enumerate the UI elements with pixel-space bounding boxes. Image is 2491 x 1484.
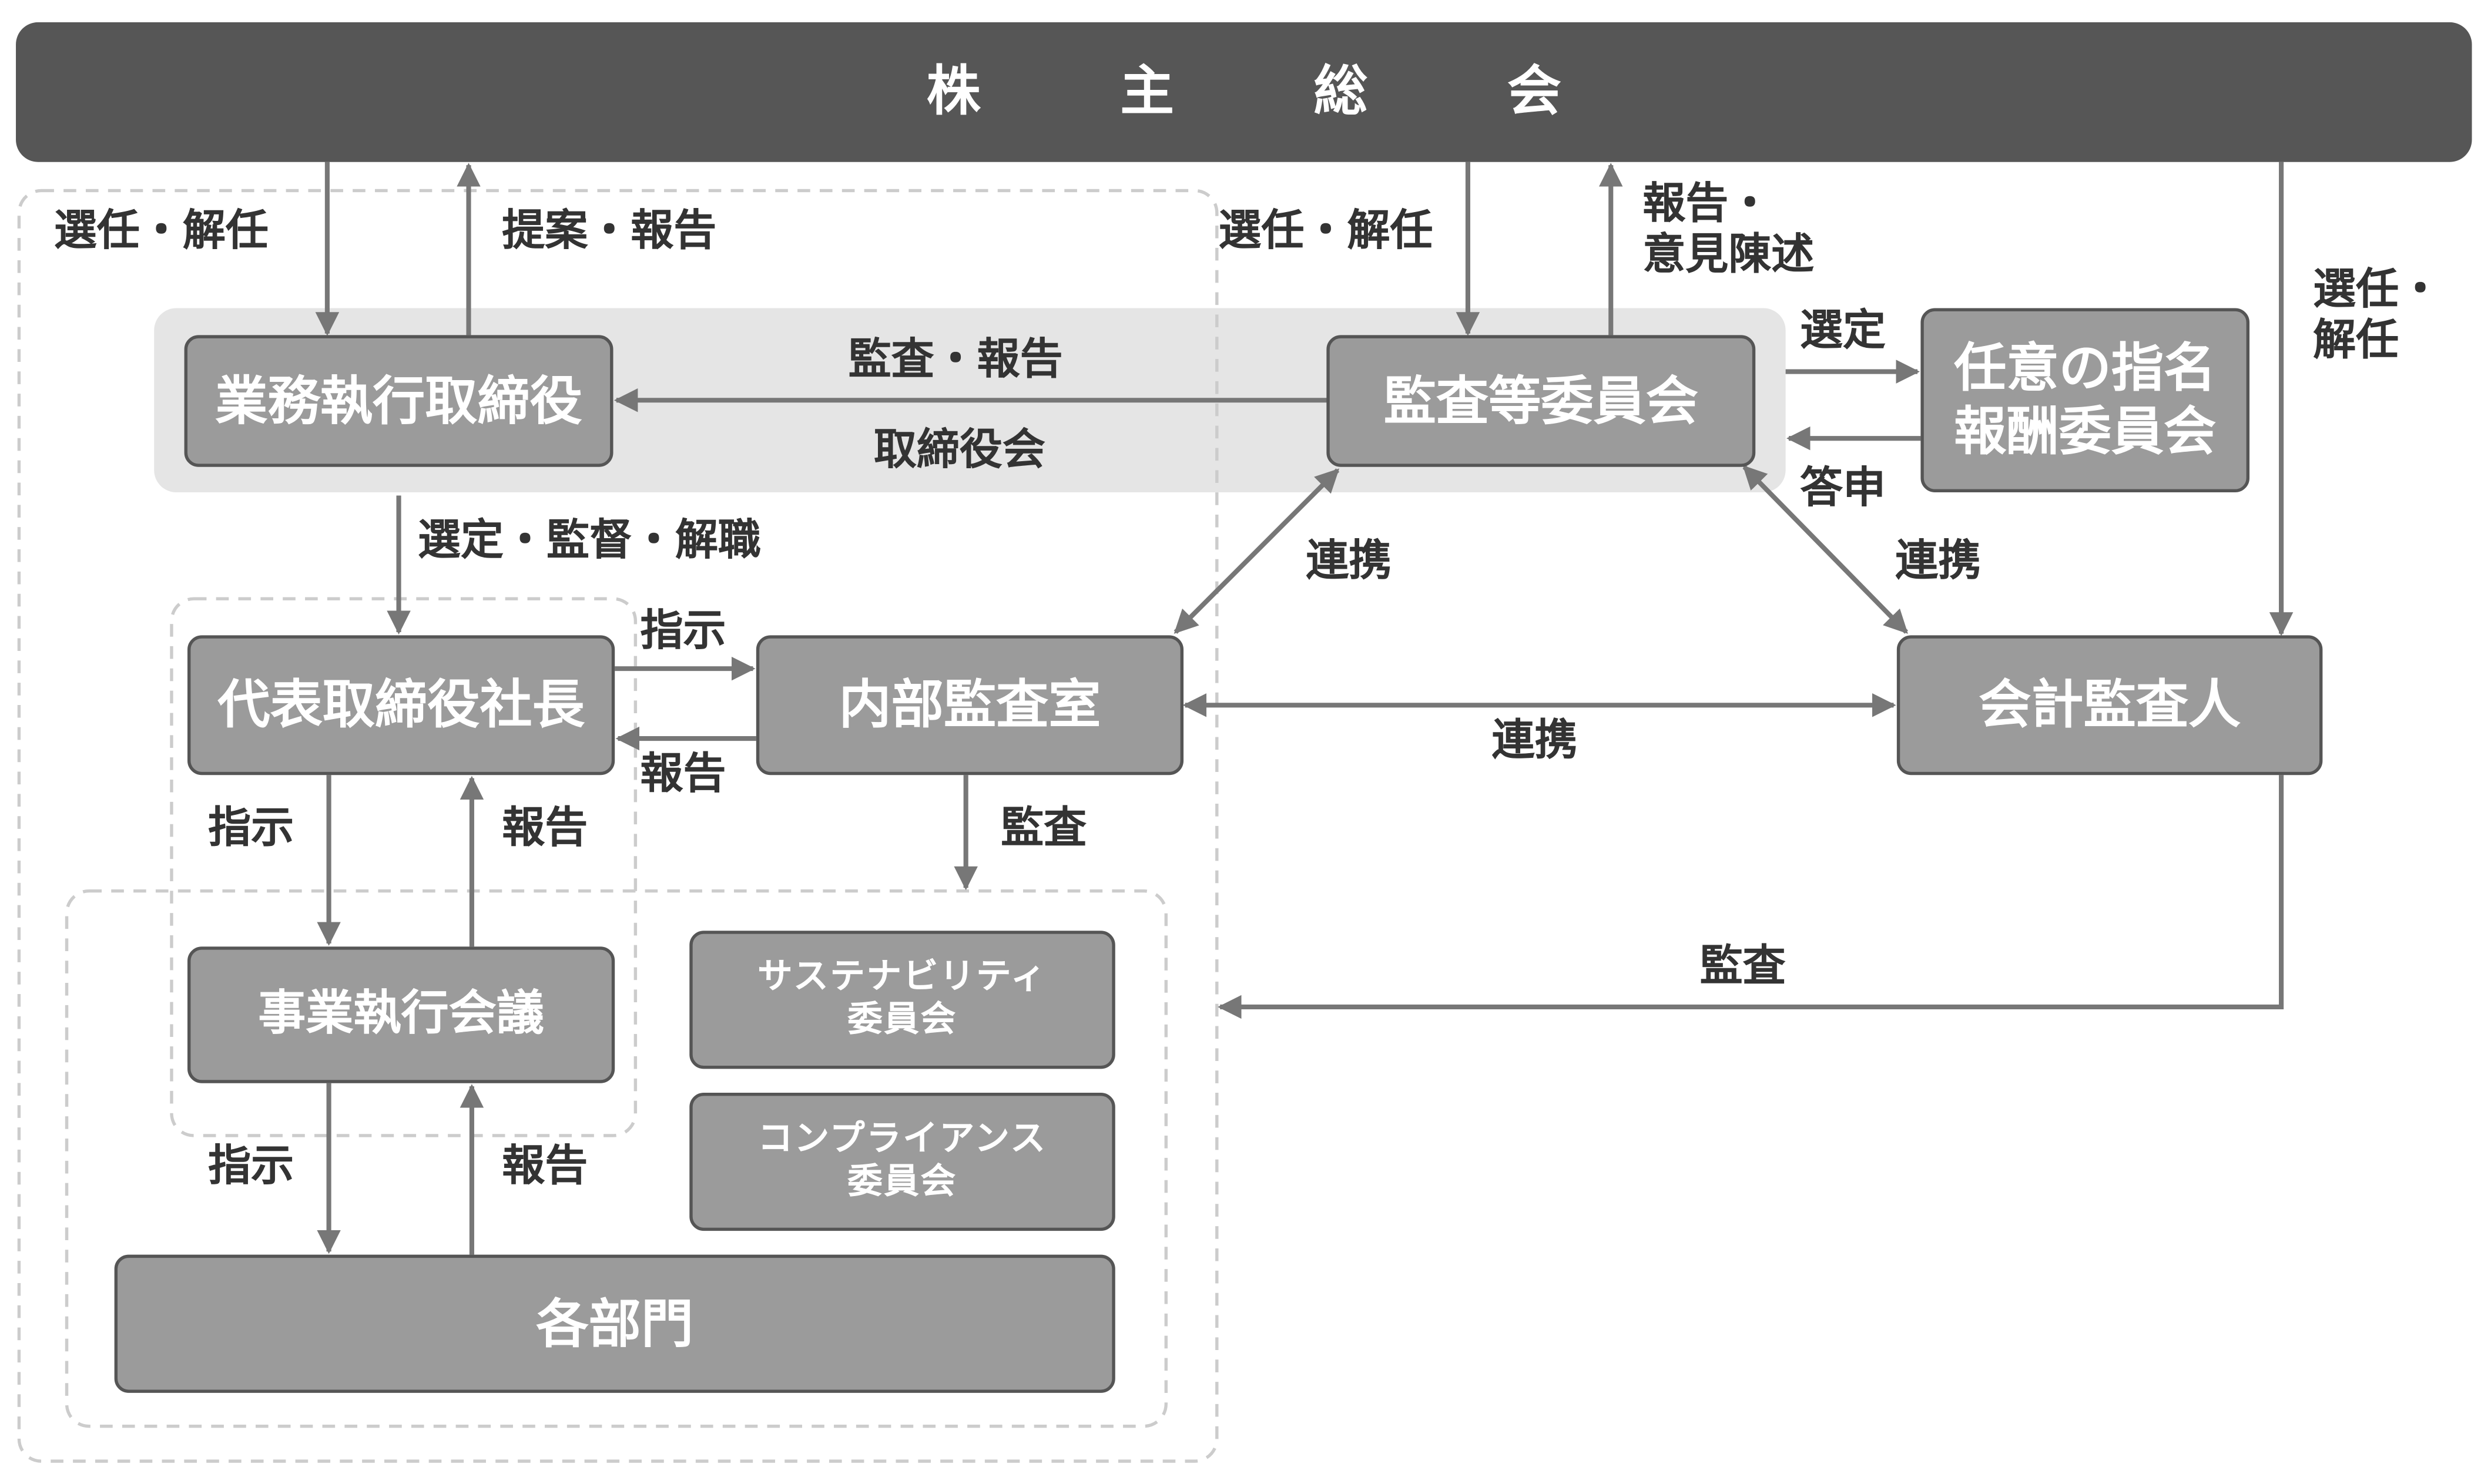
nomination-committee-line1: 任意の指名 (1954, 337, 2217, 399)
departments-box: 各部門 (114, 1254, 1115, 1393)
label-elect-dismiss-right-line2: 解任 (2313, 317, 2399, 366)
label-audit-report: 監査・報告 (848, 335, 1063, 385)
label-report-opinion: 報告・ 意見陳述 (1642, 179, 1814, 282)
label-coop-right: 連携 (1895, 536, 1982, 586)
internal-audit-box: 内部監査室 (756, 635, 1184, 775)
dashed-departments-region (65, 889, 1168, 1428)
label-report-departments: 報告 (502, 1141, 588, 1191)
label-instruct-departments: 指示 (208, 1141, 294, 1191)
exec-meeting-box: 事業執行会議 (187, 946, 615, 1083)
label-elect-dismiss-mid: 選任・解任 (1218, 206, 1433, 256)
label-elect-dismiss-right-line1: 選任・ (2313, 265, 2442, 315)
label-audit-internal: 監査 (1001, 803, 1087, 853)
sustainability-committee-box: サステナビリティ 委員会 (689, 931, 1115, 1069)
label-report-meeting: 報告 (502, 803, 588, 853)
label-select-supervise-dismiss: 選定・監督・解職 (417, 516, 761, 566)
label-proposal-report: 提案・報告 (502, 206, 717, 256)
dashed-president-region (170, 597, 638, 1137)
label-coop-bottom: 連携 (1491, 716, 1578, 766)
label-instruct-internal: 指示 (640, 606, 726, 656)
label-report-opinion-line2: 意見陳述 (1642, 231, 1815, 280)
arrow-audit-auditor (1218, 775, 2284, 1019)
label-consultation-reply: 答申 (1799, 464, 1886, 513)
arrow-coop-audit-auditor (1742, 465, 1908, 634)
compliance-line1: コンプライアンス (757, 1120, 1047, 1160)
label-instruct-meeting: 指示 (208, 803, 294, 853)
audit-committee-box: 監査等委員会 (1326, 335, 1756, 467)
label-selection: 選定 (1799, 306, 1886, 356)
accounting-auditor-box: 会計監査人 (1896, 635, 2323, 775)
sustainability-line2: 委員会 (847, 999, 957, 1040)
president-box: 代表取締役社長 (187, 635, 615, 775)
compliance-committee-box: コンプライアンス 委員会 (689, 1092, 1115, 1231)
nomination-committee-box: 任意の指名 報酬委員会 (1920, 308, 2250, 493)
nomination-committee-line2: 報酬委員会 (1954, 400, 2217, 462)
label-audit-auditor: 監査 (1699, 942, 1786, 991)
label-board: 取締役会 (873, 425, 1045, 475)
label-elect-dismiss-left: 選任・解任 (53, 206, 269, 256)
dashed-outer-region (17, 189, 1219, 1463)
compliance-line2: 委員会 (847, 1161, 957, 1202)
label-report-opinion-line1: 報告・ (1642, 179, 1772, 229)
label-coop-left: 連携 (1306, 536, 1392, 586)
label-elect-dismiss-right: 選任・ 解任 (2313, 265, 2442, 368)
shareholders-meeting-box: 株 主 総 会 (16, 22, 2472, 162)
arrow-coop-audit-internal (1174, 468, 1340, 634)
exec-directors-box: 業務執行取締役 (184, 335, 613, 467)
sustainability-line1: サステナビリティ (757, 958, 1047, 998)
label-report-internal: 報告 (640, 750, 726, 799)
